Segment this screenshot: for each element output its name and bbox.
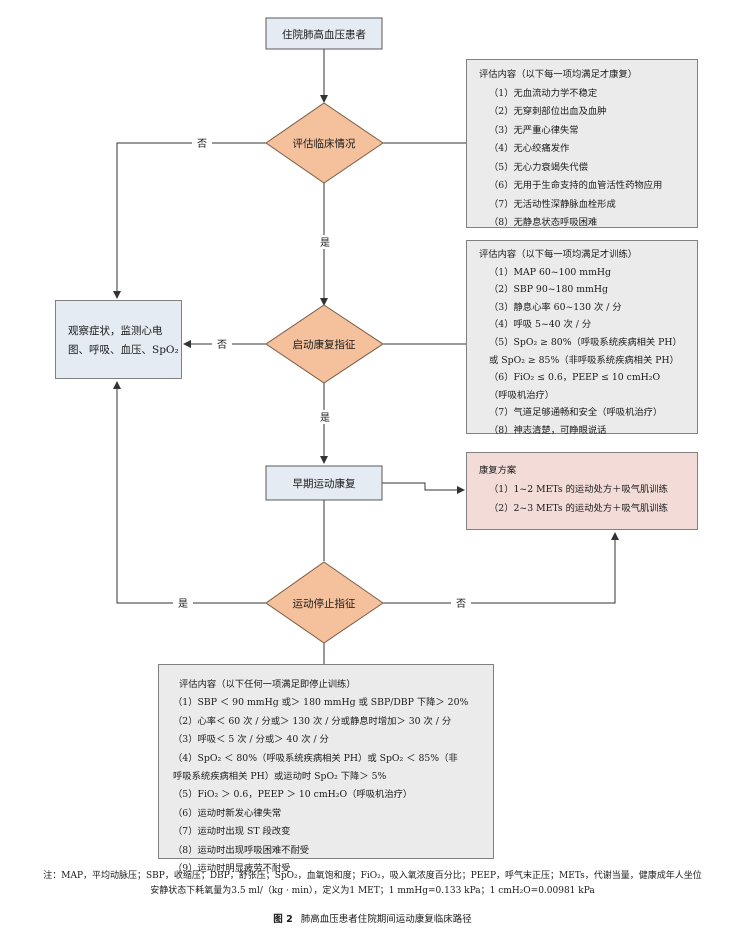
node-early-rehab xyxy=(265,465,383,501)
rehab-plan-box: 康复方案 （1）1~2 METs 的运动处方＋吸气肌训练 （2）2~3 METs… xyxy=(466,452,698,530)
edge-label-start-yes: 是 xyxy=(320,412,330,424)
node-early-rehab-label: 早期运动康复 xyxy=(293,477,356,490)
criteria-clinical-item: （6）无用于生命支持的血管活性药物应用 xyxy=(489,180,663,191)
figure-title: 肺高血压患者住院期间运动康复临床路径 xyxy=(300,914,472,925)
criteria-start-item: （7）气道足够通畅和安全（呼吸机治疗） xyxy=(489,407,663,419)
decision-assess-clinical-label: 评估临床情况 xyxy=(293,137,356,150)
criteria-stop-item: （2）心率＜ 60 次 / 分或＞ 130 次 / 分或静息时增加＞ 30 次 … xyxy=(173,715,452,727)
criteria-stop-item: （3）呼吸＜ 5 次 / 分或＞ 40 次 / 分 xyxy=(173,734,329,746)
criteria-stop-item: （6）运动时新发心律失常 xyxy=(173,807,282,819)
figure-caption: 图 2 肺高血压患者住院期间运动康复临床路径 xyxy=(0,911,745,925)
edge-stop-no xyxy=(383,532,619,604)
rehab-plan-title: 康复方案 xyxy=(479,465,517,476)
criteria-clinical-item: （3）无严重心律失常 xyxy=(489,124,579,136)
criteria-clinical-item: （5）无心力衰竭失代偿 xyxy=(489,161,588,173)
criteria-clinical-box: 评估内容（以下每一项均满足才康复） （1）无血流动力学不稳定 （2）无穿刺部位出… xyxy=(466,59,698,228)
criteria-clinical-item: （4）无心绞痛发作 xyxy=(489,143,570,154)
criteria-start-item: （呼吸机治疗） xyxy=(489,389,555,401)
decision-start-criteria xyxy=(265,304,384,384)
criteria-start-item: （2）SBP 90~180 mmHg xyxy=(489,284,608,296)
criteria-start-item: （3）静息心率 60~130 次 / 分 xyxy=(489,301,622,313)
rehab-plan-item: （1）1~2 METs 的运动处方＋吸气肌训练 xyxy=(489,484,668,495)
node-patient-label: 住院肺高血压患者 xyxy=(282,28,366,41)
criteria-clinical-item: （7）无活动性深静脉血栓形成 xyxy=(489,198,616,210)
node-patient xyxy=(265,17,383,50)
criteria-start-item: （6）FiO₂ ≤ 0.6，PEEP ≤ 10 cmH₂O xyxy=(489,372,661,384)
criteria-stop-item: 呼吸系统疾病相关 PH）或运动时 SpO₂ 下降＞ 5% xyxy=(173,771,387,783)
footnote-line: 安静状态下耗氧量为3.5 ml/（kg · min），定义为1 MET；1 mm… xyxy=(150,886,595,896)
criteria-clinical-item: （8）无静息状态呼吸困难 xyxy=(489,217,598,228)
criteria-start-box: 评估内容（以下每一项均满足才训练） （1）MAP 60~100 mmHg （2）… xyxy=(466,240,698,436)
decision-stop-criteria-label: 运动停止指征 xyxy=(293,597,356,610)
observe-box: 观察症状，监测心电图、呼吸、血压、SpO₂ xyxy=(55,300,182,379)
criteria-stop-item: （9）运动时明显疲劳不耐受 xyxy=(173,863,291,875)
criteria-start-item: （1）MAP 60~100 mmHg xyxy=(489,266,611,278)
observe-label: 观察症状，监测心电图、呼吸、血压、SpO₂ xyxy=(68,325,179,356)
criteria-stop-box: 评估内容（以下任何一项满足即停止训练） （1）SBP ＜ 90 mmHg 或＞ … xyxy=(158,664,494,874)
edge-label-stop-no: 否 xyxy=(456,598,466,610)
criteria-stop-item: （8）运动时出现呼吸困难不耐受 xyxy=(173,844,310,856)
decision-stop-criteria xyxy=(265,561,384,644)
criteria-stop-title: 评估内容（以下任何一项满足即停止训练） xyxy=(179,679,356,690)
edge-label-assess-yes: 是 xyxy=(320,237,330,249)
decision-start-criteria-label: 启动康复指征 xyxy=(293,338,356,351)
criteria-stop-item: （4）SpO₂ ＜ 80%（呼吸系统疾病相关 PH）或 SpO₂ ＜ 85%（非 xyxy=(173,752,458,764)
figure-number: 图 2 xyxy=(273,914,293,925)
criteria-start-item: （8）神志清楚，可睁眼说话 xyxy=(489,424,607,436)
footnote-line: 注：MAP，平均动脉压；SBP，收缩压；DBP，舒张压；SpO₂，血氧饱和度；F… xyxy=(43,871,702,881)
edge-label-assess-no: 否 xyxy=(197,138,207,150)
criteria-stop-item: （5）FiO₂ ＞ 0.6，PEEP ＞ 10 cmH₂O（呼吸机治疗） xyxy=(173,789,413,801)
edge-rehab-to-plan xyxy=(382,482,465,494)
criteria-start-item: 或 SpO₂ ≥ 85%（非呼吸系统疾病相关 PH） xyxy=(489,354,679,366)
criteria-clinical-item: （2）无穿刺部位出血及血肿 xyxy=(489,106,607,117)
criteria-stop-item: （7）运动时出现 ST 段改变 xyxy=(173,826,291,838)
criteria-start-title: 评估内容（以下每一项均满足才训练） xyxy=(479,249,638,260)
criteria-stop-item: （1）SBP ＜ 90 mmHg 或＞ 180 mmHg 或 SBP/DBP 下… xyxy=(173,697,469,709)
criteria-start-item: （5）SpO₂ ≥ 80%（呼吸系统疾病相关 PH） xyxy=(489,336,682,348)
edge-label-start-no: 否 xyxy=(217,339,227,351)
criteria-start-item: （4）呼吸 5~40 次 / 分 xyxy=(489,319,592,331)
footnote: 注：MAP，平均动脉压；SBP，收缩压；DBP，舒张压；SpO₂，血氧饱和度；F… xyxy=(0,869,745,899)
edge-stop-yes xyxy=(113,381,266,604)
criteria-clinical-item: （1）无血流动力学不稳定 xyxy=(489,87,598,99)
rehab-plan-item: （2）2~3 METs 的运动处方＋吸气肌训练 xyxy=(489,503,668,514)
edge-assess-no xyxy=(113,142,266,299)
criteria-clinical-title: 评估内容（以下每一项均满足才康复） xyxy=(479,69,638,80)
decision-assess-clinical xyxy=(265,102,384,184)
edge-label-stop-yes: 是 xyxy=(178,598,188,610)
